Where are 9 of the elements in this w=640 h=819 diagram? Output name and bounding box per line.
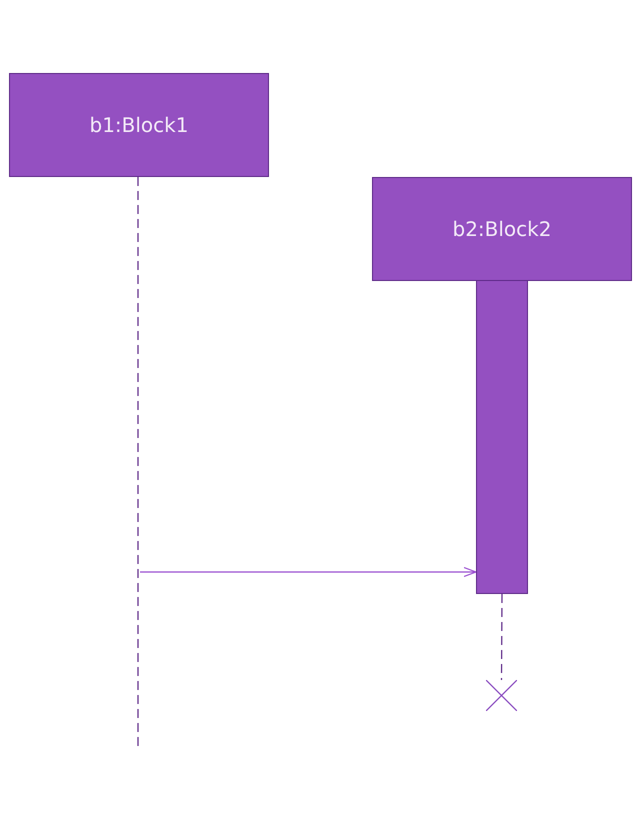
object-box <box>9 73 269 177</box>
activation-bar <box>476 280 528 594</box>
lifeline <box>500 594 503 680</box>
message-arrow <box>140 566 477 578</box>
object-name: b1:Block1 <box>90 113 188 137</box>
object-box <box>372 177 632 281</box>
cross-icon <box>486 680 517 711</box>
lifeline <box>136 177 140 746</box>
object-name: b2:Block2 <box>452 217 552 241</box>
